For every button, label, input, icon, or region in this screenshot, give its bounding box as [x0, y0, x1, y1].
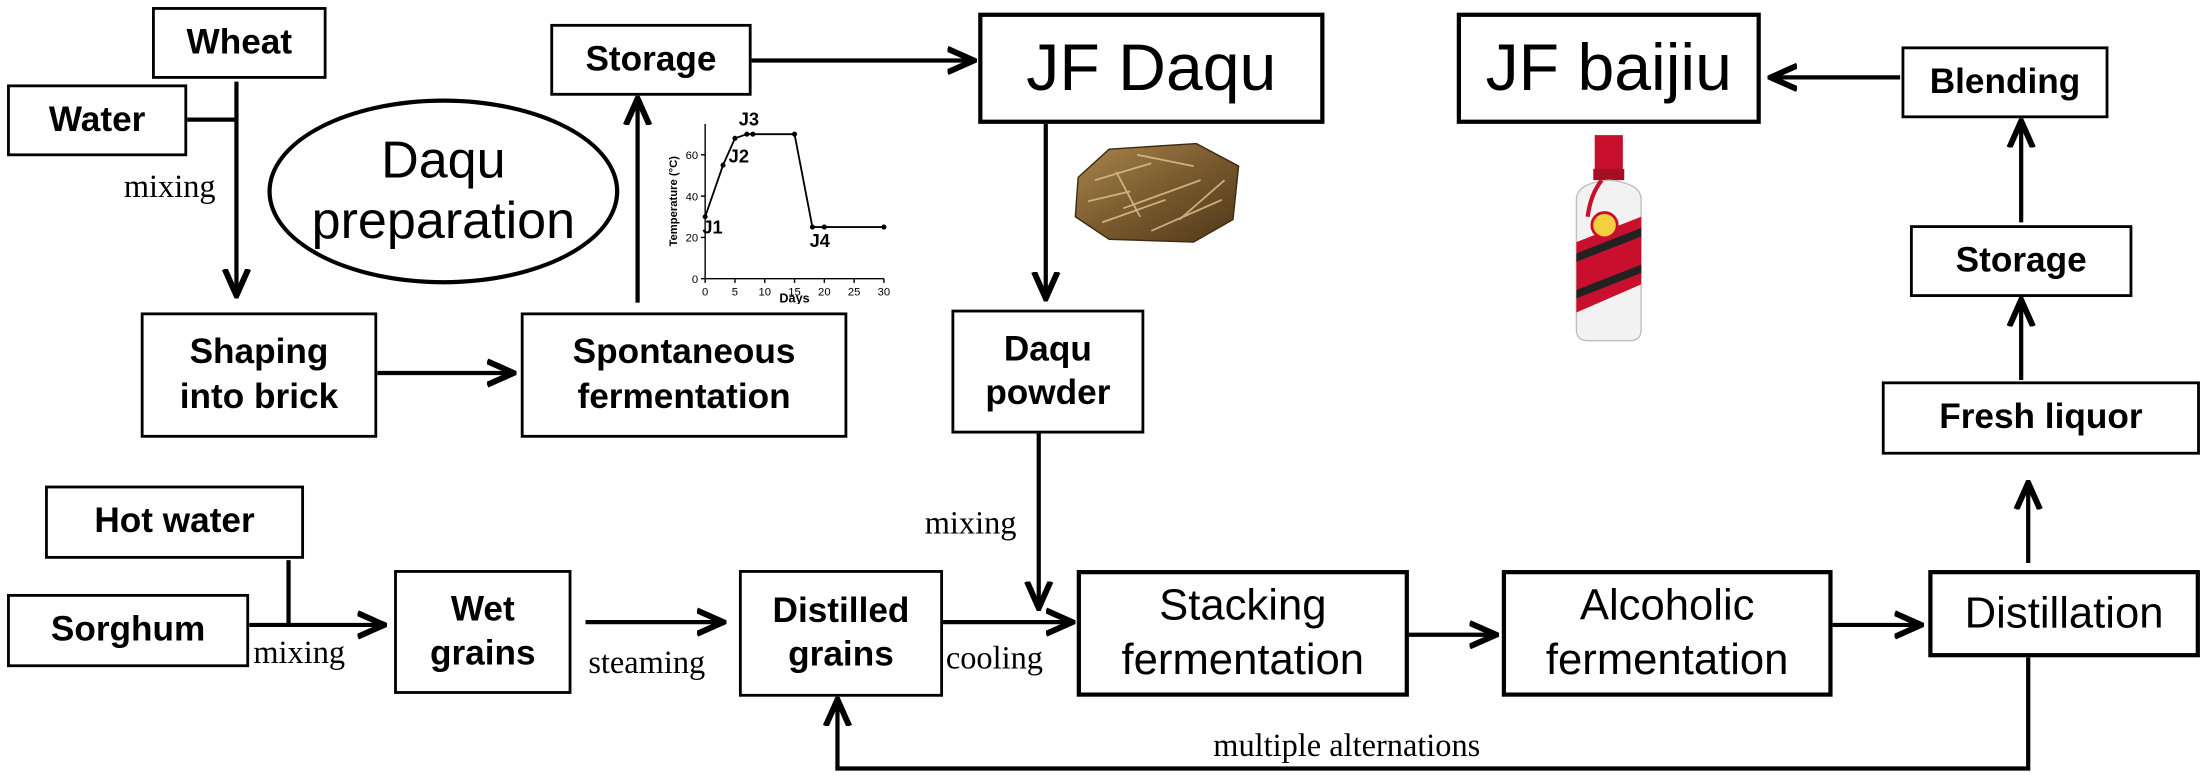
inset-data-point [792, 131, 798, 137]
node-blending: Blending [1901, 46, 2109, 119]
node-wet-grains: Wet grains [394, 570, 572, 694]
inset-x-tick-label: 30 [878, 287, 891, 299]
label-mixing-daqu: mixing [924, 505, 1017, 541]
label-multiple-alternations: multiple alternations [1213, 727, 1481, 763]
node-daqu-powder: Daqu powder [951, 309, 1145, 434]
node-distilled-grains: Distilled grains [738, 570, 944, 697]
inset-y-tick-label: 40 [686, 191, 699, 203]
node-hot-water: Hot water [45, 485, 305, 559]
node-shaping: Shaping into brick [140, 312, 378, 438]
node-spontaneous: Spontaneous fermentation [520, 312, 848, 438]
node-water: Water [7, 84, 188, 157]
node-jf-baijiu: JF baijiu [1456, 12, 1761, 124]
inset-data-point [732, 135, 738, 141]
node-distillation: Distillation [1928, 570, 2200, 658]
inset-data-point [720, 162, 726, 168]
arrow-loop-back [837, 657, 2031, 771]
inset-x-tick-label: 20 [818, 287, 831, 299]
inset-data-point [809, 224, 815, 230]
inset-data-point [821, 224, 827, 230]
inset-annotation-j3: J3 [739, 109, 759, 130]
inset-x-tick-label: 25 [848, 287, 861, 299]
inset-y-axis-label: Temperature (°C) [668, 156, 680, 247]
inset-data-point [702, 214, 708, 220]
node-fresh-liquor: Fresh liquor [1881, 381, 2200, 455]
inset-annotation-j1: J1 [702, 217, 722, 238]
inset-y-tick-label: 20 [686, 233, 699, 245]
inset-annotation-j4: J4 [810, 230, 831, 251]
node-wheat: Wheat [152, 7, 327, 79]
inset-data-point [750, 131, 756, 137]
node-daqu-preparation: Daqu preparation [267, 98, 620, 285]
node-stacking: Stacking fermentation [1076, 570, 1409, 697]
node-jf-daqu: JF Daqu [978, 12, 1325, 124]
inset-annotation-j2: J2 [729, 145, 749, 166]
inset-x-tick-label: 10 [758, 287, 771, 299]
inset-y-tick-label: 60 [686, 150, 699, 162]
label-steaming: steaming [588, 644, 706, 680]
node-storage-top: Storage [550, 23, 752, 96]
label-cooling: cooling [945, 640, 1043, 676]
inset-x-tick-label: 15 [788, 287, 801, 299]
inset-x-tick-label: 0 [702, 287, 708, 299]
inset-y-tick-label: 0 [692, 274, 698, 286]
baijiu-bottle-image [1575, 135, 1642, 342]
label-mixing-top: mixing [123, 168, 216, 205]
inset-data-point [881, 224, 887, 230]
label-mixing-bottom: mixing [253, 634, 346, 670]
node-storage-right: Storage [1909, 225, 2133, 297]
node-alcoholic: Alcoholic fermentation [1501, 570, 1833, 697]
node-sorghum: Sorghum [7, 593, 250, 668]
inset-x-tick-label: 5 [732, 287, 738, 299]
daqu-brick-photo [1074, 142, 1240, 243]
inset-data-point [744, 131, 750, 137]
inset-x-axis-label: Days [779, 292, 809, 304]
